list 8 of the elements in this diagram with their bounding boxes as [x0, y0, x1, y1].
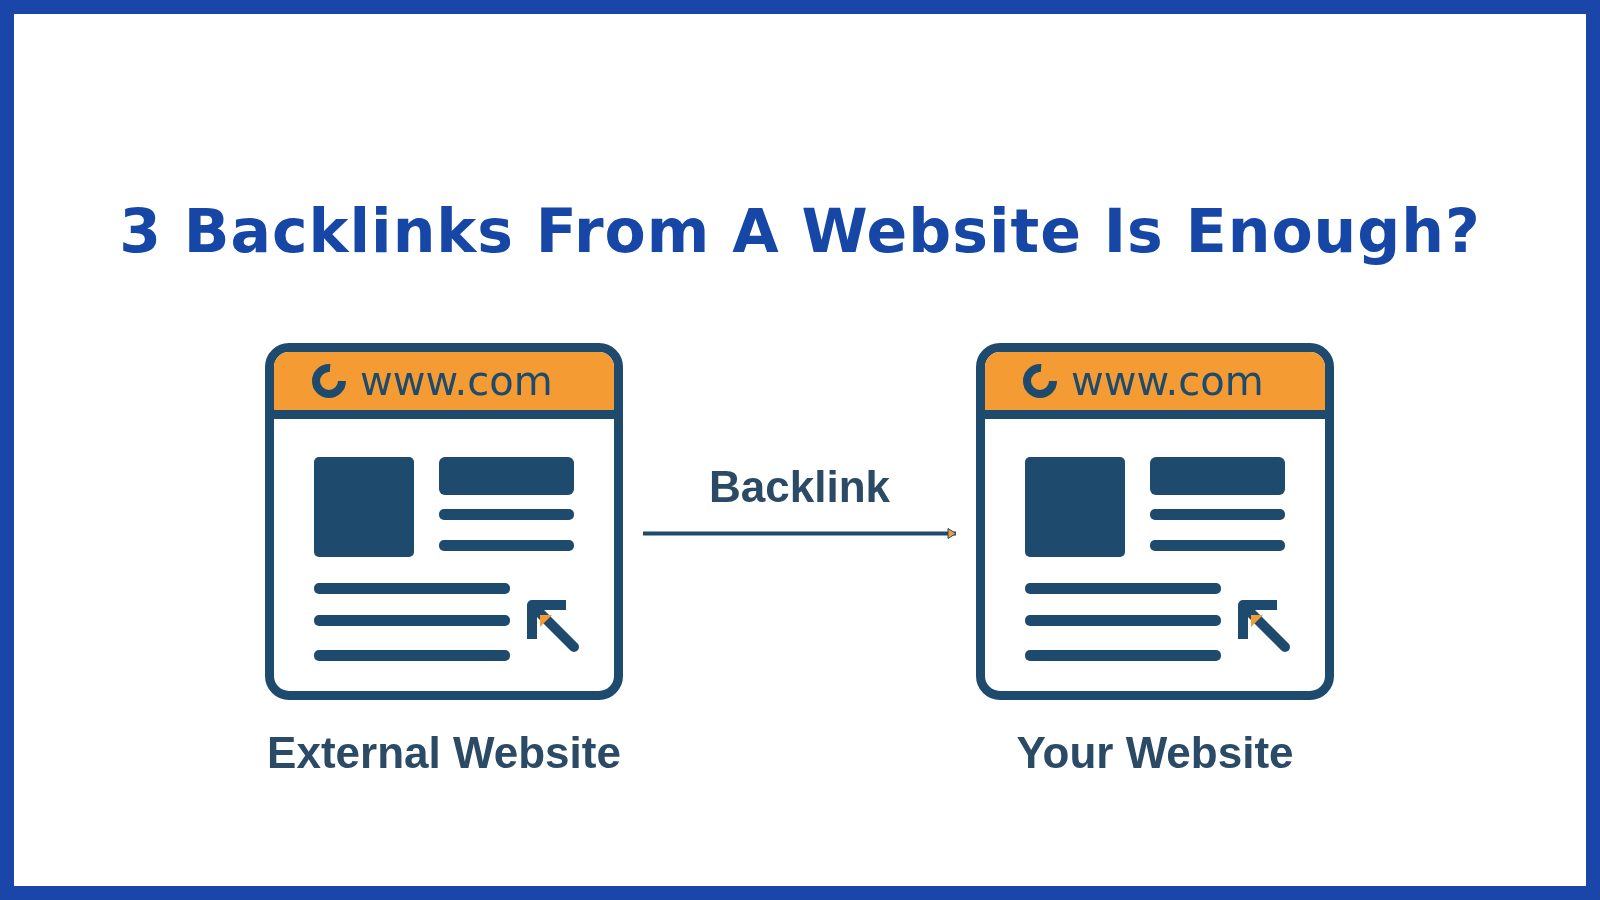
url-text: www.com: [360, 358, 553, 404]
arrow: [643, 528, 957, 539]
browser-window: [265, 343, 623, 700]
url-text: www.com: [1071, 358, 1264, 404]
website-caption: Your Website: [1015, 728, 1295, 778]
website-caption: External Website: [266, 728, 622, 778]
browser-window: [976, 343, 1334, 700]
title: 3 Backlinks From A Website Is Enough?: [118, 196, 1482, 266]
